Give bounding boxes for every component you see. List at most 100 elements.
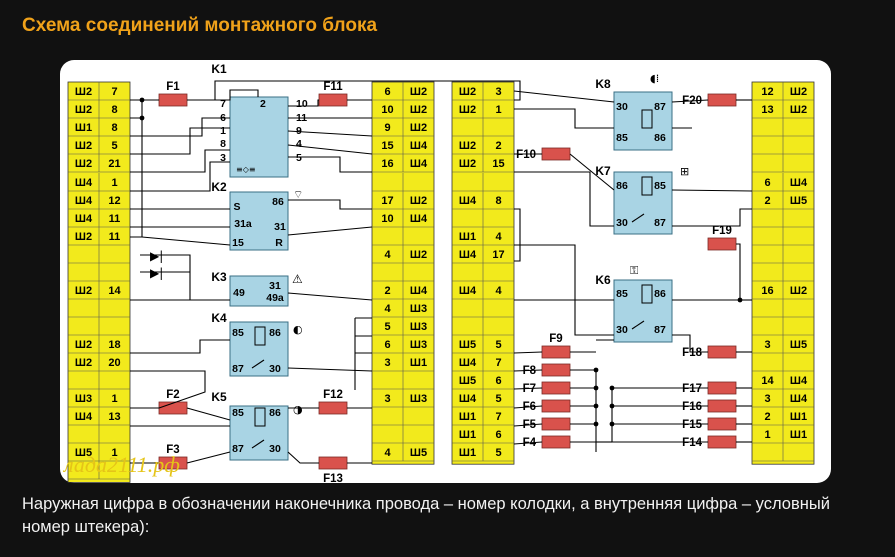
terminal-label: Ш2 [459,104,476,116]
relay-coil [254,407,266,427]
fuse-f12 [318,401,348,415]
wire [130,339,230,354]
terminal-label: Ш2 [790,104,807,116]
terminal-label: Ш2 [459,86,476,98]
wire [288,99,319,107]
terminal-label: 11 [109,213,121,225]
relay-coil [254,326,266,346]
terminal-label: Ш2 [410,249,427,261]
fuse-label: F10 [516,149,536,161]
fuse-label: F3 [166,444,179,456]
relay-pin-label: 86 [269,407,281,419]
terminal-label: Ш1 [459,411,476,423]
relay-pin-label: 2 [260,98,266,110]
terminal-label: 20 [108,357,120,369]
junction-dot [609,403,615,409]
relay-pin-label: 49 [233,287,245,299]
terminal-label: 1 [495,104,501,116]
relay-switch [251,359,265,369]
relay-label-k2: K2 [211,180,227,194]
fuse-label: F16 [682,401,702,413]
terminal-label: 7 [495,357,501,369]
relay-k1 [229,96,289,178]
terminal-label: 16 [761,285,773,297]
junction-dot [139,115,145,121]
relay-pin-label: 86 [272,196,284,208]
wire [671,99,709,103]
terminal-label: 1 [111,447,117,459]
relay-pin-label: 87 [654,101,666,113]
wire [671,189,753,192]
relay-pin-label: 15 [232,237,244,249]
wire [130,127,230,155]
junction-dot [593,367,599,373]
terminal-label: Ш2 [75,140,92,152]
terminal-label: Ш2 [75,104,92,116]
wire [186,451,231,464]
relay-pin-label: 86 [654,132,666,144]
fuse-f5 [541,417,571,431]
fuse-label: F18 [682,347,702,359]
wire [514,171,614,227]
relay-pin-label: 86 [654,288,666,300]
hazard-icon: ⚠ [292,272,303,286]
relay-pin-label: 85 [232,407,244,419]
wire [514,208,521,262]
terminal-label: 2 [764,195,770,207]
relay-pin-label: 86 [269,327,281,339]
fuse-f17 [707,381,737,395]
terminal-label: Ш2 [410,122,427,134]
relay-k5 [229,405,289,461]
terminal-label: 3 [384,393,390,405]
terminal-label: Ш4 [790,375,808,387]
wire [513,351,543,354]
fuse-label: F9 [549,333,562,345]
terminal-label: 8 [111,104,117,116]
relay-k3 [229,275,289,307]
relay-label-k6: K6 [595,273,611,287]
terminal-label: 4 [495,231,502,243]
terminal-label: Ш5 [790,339,807,351]
terminal-label: Ш2 [410,195,427,207]
terminal-label: 6 [764,177,770,189]
terminal-label: 16 [381,158,393,170]
fog-light-icon: ◖⁞ [650,72,659,85]
terminal-label: Ш4 [75,195,93,207]
junction-dot [593,403,599,409]
wire [513,387,543,390]
terminal-label: Ш4 [75,411,93,423]
relay-pin-label: 85 [232,327,244,339]
relay-pin-label: 87 [654,324,666,336]
wire [672,208,752,227]
terminal-label: Ш2 [75,158,92,170]
fuse-f11 [318,93,348,107]
k1-symbol-icon: ≡◇≡ [236,165,256,174]
terminal-label: Ш1 [790,411,807,423]
terminal-label: Ш2 [75,339,92,351]
relay-pin-label: 87 [232,443,244,455]
wire [569,153,615,191]
page-title: Схема соединений монтажного блока [22,15,378,36]
junction-dot [593,385,599,391]
relay-pin-label: 30 [616,324,628,336]
terminal-label: 12 [761,86,773,98]
fuse-f16 [707,399,737,413]
wire [186,407,231,421]
terminal-label: 3 [764,339,770,351]
terminal-label: Ш2 [459,140,476,152]
terminal-label: Ш5 [790,195,807,207]
terminal-label: 10 [381,104,393,116]
terminal-label: Ш2 [75,231,92,243]
wire [130,149,230,173]
fuse-f15 [707,417,737,431]
terminal-label: Ш2 [410,104,427,116]
watermark: лада2111.рф [64,452,180,477]
fuse-f1 [158,93,188,107]
terminal-label: 14 [108,285,121,297]
relay-pin-label: 31 [269,280,281,292]
wire [140,254,191,300]
relay-label-k4: K4 [211,311,227,325]
terminal-label: 2 [384,285,390,297]
